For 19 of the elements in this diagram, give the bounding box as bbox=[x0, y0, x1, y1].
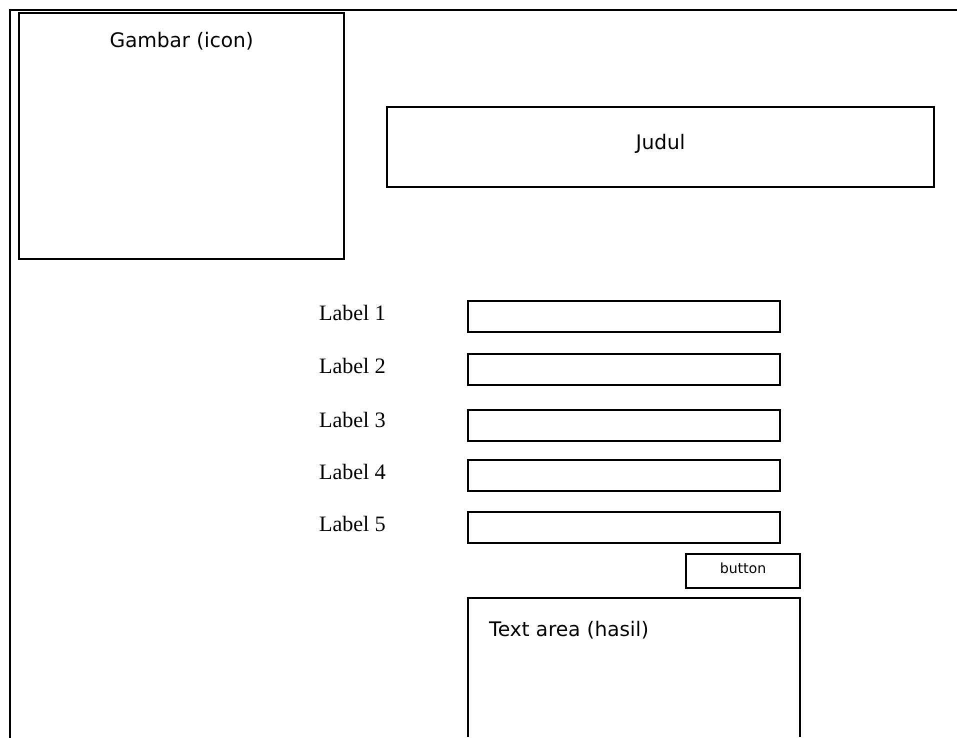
title-text: Judul bbox=[636, 130, 686, 154]
input-field bbox=[467, 409, 781, 442]
button bbox=[685, 553, 801, 589]
input-field bbox=[467, 511, 781, 544]
input-field bbox=[467, 459, 781, 492]
field-label: Label 5 bbox=[319, 511, 386, 537]
field-label: Label 2 bbox=[319, 353, 386, 379]
title-box bbox=[386, 106, 935, 188]
image-placeholder-box bbox=[18, 12, 345, 260]
field-label: Label 4 bbox=[319, 459, 386, 485]
frame bbox=[9, 9, 957, 738]
text-area bbox=[467, 597, 801, 737]
text-area-label: Text area (hasil) bbox=[489, 617, 649, 641]
field-label: Label 1 bbox=[319, 300, 386, 326]
input-field bbox=[467, 353, 781, 386]
placeholder-label: Gambar (icon) bbox=[110, 28, 254, 52]
field-label: Label 3 bbox=[319, 407, 386, 433]
input-field bbox=[467, 300, 781, 333]
button-label: button bbox=[720, 561, 766, 577]
